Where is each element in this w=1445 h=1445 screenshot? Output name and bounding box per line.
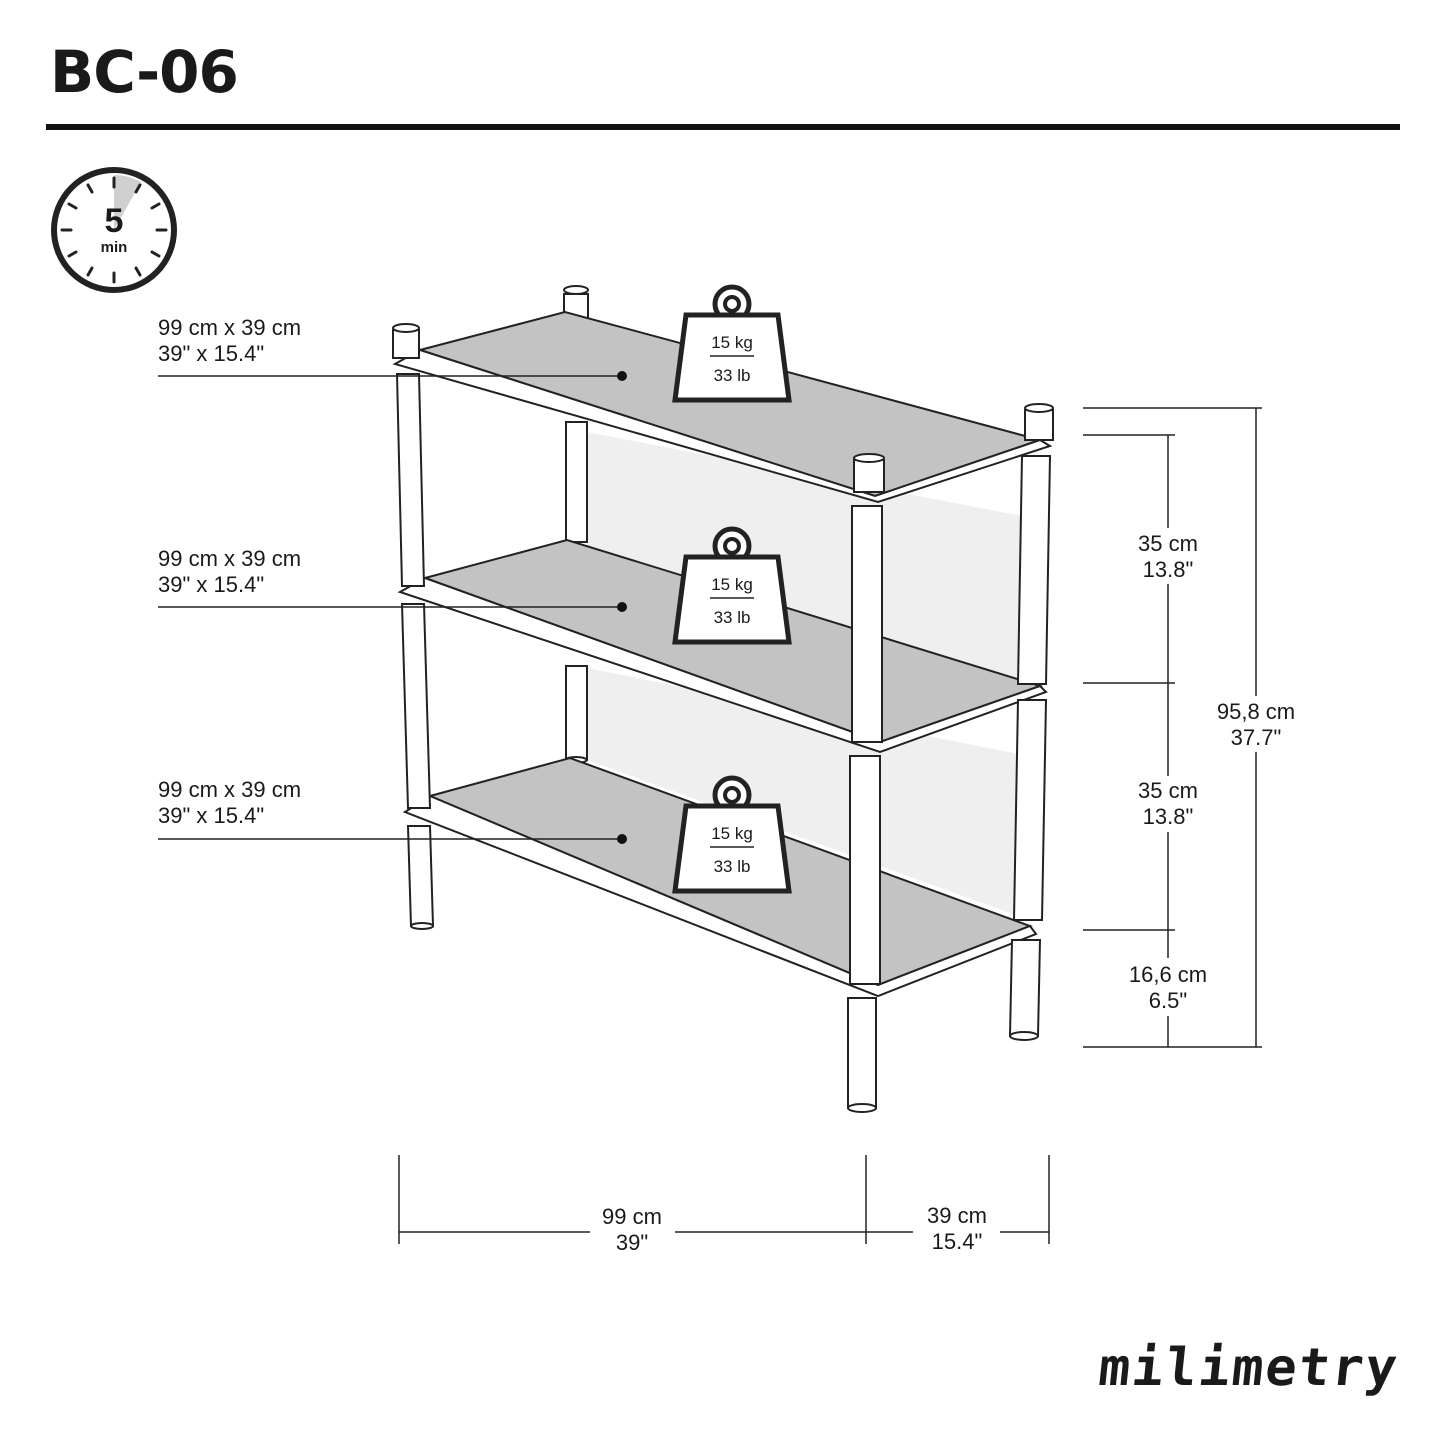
timer-unit: min xyxy=(101,239,128,256)
gap-middle-metric: 35 cm xyxy=(1138,778,1198,803)
weight-limit-metric: 15 kg xyxy=(711,333,753,352)
front-right-post xyxy=(847,453,885,1113)
gap-top-metric: 35 cm xyxy=(1138,531,1198,556)
weight-limit-metric: 15 kg xyxy=(711,575,753,594)
depth-imperial: 15.4" xyxy=(932,1229,983,1254)
weight-icon: 15 kg 33 lb xyxy=(672,526,792,645)
back-right-post xyxy=(1008,403,1054,1041)
brand-logo: milimetry xyxy=(1096,1338,1403,1398)
shelf-callout-bottom: 99 cm x 39 cm 39" x 15.4" xyxy=(158,777,627,844)
shelf-size-imperial: 39" x 15.4" xyxy=(158,572,264,597)
product-title: BC-06 xyxy=(50,38,239,106)
gap-top-imperial: 13.8" xyxy=(1143,557,1194,582)
weight-icon: 15 kg 33 lb xyxy=(672,775,792,894)
weight-limit-imperial: 33 lb xyxy=(714,366,751,385)
shelf-callout-top: 99 cm x 39 cm 39" x 15.4" xyxy=(158,315,627,381)
front-left-post xyxy=(392,323,435,930)
leg-height-metric: 16,6 cm xyxy=(1129,962,1207,987)
back-panels xyxy=(587,432,1022,916)
back-left-post xyxy=(563,285,589,764)
weight-limit-metric: 15 kg xyxy=(711,824,753,843)
timer-icon: 5 min xyxy=(51,167,177,293)
dimension-labels-height: 35 cm 13.8" 35 cm 13.8" 16,6 cm 6.5" 95,… xyxy=(1129,531,1295,1013)
shelf-size-imperial: 39" x 15.4" xyxy=(158,803,264,828)
shelf-size-metric: 99 cm x 39 cm xyxy=(158,315,301,340)
leg-height-imperial: 6.5" xyxy=(1149,988,1187,1013)
timer-value: 5 xyxy=(105,202,124,240)
total-height-imperial: 37.7" xyxy=(1231,725,1282,750)
height-dimensions xyxy=(1083,407,1262,1048)
width-dimensions xyxy=(398,1155,1050,1244)
weight-icon: 15 kg 33 lb xyxy=(672,284,792,403)
shelf-callout-middle: 99 cm x 39 cm 39" x 15.4" xyxy=(158,546,627,612)
depth-metric: 39 cm xyxy=(927,1203,987,1228)
total-height-metric: 95,8 cm xyxy=(1217,699,1295,724)
weight-limit-imperial: 33 lb xyxy=(714,857,751,876)
shelf-size-imperial: 39" x 15.4" xyxy=(158,341,264,366)
weight-limit-imperial: 33 lb xyxy=(714,608,751,627)
width-metric: 99 cm xyxy=(602,1204,662,1229)
shelf-size-metric: 99 cm x 39 cm xyxy=(158,777,301,802)
title-divider xyxy=(46,124,1400,130)
dimension-labels-width: 99 cm 39" 39 cm 15.4" xyxy=(602,1203,987,1255)
gap-middle-imperial: 13.8" xyxy=(1143,804,1194,829)
shelf-size-metric: 99 cm x 39 cm xyxy=(158,546,301,571)
width-imperial: 39" xyxy=(616,1230,648,1255)
